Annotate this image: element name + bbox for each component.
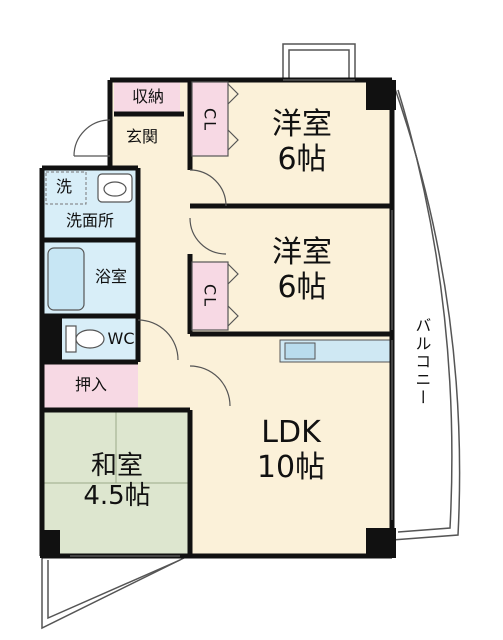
ldk-size: 10帖 bbox=[256, 449, 326, 485]
japanese-room-label: 和室 4.5帖 bbox=[72, 451, 162, 512]
washer-label: 洗 bbox=[55, 177, 72, 196]
bath-label: 浴室 bbox=[94, 267, 127, 286]
washroom-label: 洗面所 bbox=[65, 211, 114, 230]
wc-label: WC bbox=[107, 329, 135, 348]
bathtub-icon bbox=[47, 247, 85, 311]
kitchen-sink bbox=[284, 342, 316, 360]
western-room-1-name: 洋室 bbox=[272, 107, 332, 142]
western-room-1-label: 洋室 6帖 bbox=[262, 107, 342, 177]
storage-label: 収納 bbox=[131, 87, 164, 106]
western-room-1-size: 6帖 bbox=[277, 141, 327, 177]
washer-area-icon bbox=[45, 171, 87, 205]
storage-floor bbox=[114, 82, 180, 114]
balcony-bottom bbox=[41, 555, 189, 630]
push-closet-floor bbox=[42, 364, 138, 408]
wash-basin-icon bbox=[97, 173, 133, 203]
tatami-lines bbox=[42, 410, 190, 484]
japanese-room-size: 4.5帖 bbox=[83, 480, 151, 511]
closet-2-floor bbox=[192, 262, 228, 330]
wall-pillars bbox=[40, 80, 396, 558]
windows bbox=[70, 79, 393, 557]
western-room-2-size: 6帖 bbox=[277, 269, 327, 305]
closet-outlines bbox=[191, 81, 239, 331]
balcony-top bbox=[282, 43, 356, 81]
western-room-2-name: 洋室 bbox=[272, 235, 332, 270]
balcony-right bbox=[391, 79, 461, 541]
closet-1-floor bbox=[192, 82, 228, 156]
closet-1-label: CL bbox=[200, 107, 220, 133]
push-closet-label: 押入 bbox=[74, 375, 107, 394]
closet-2-label: CL bbox=[200, 283, 220, 309]
japanese-room-name: 和室 bbox=[90, 451, 143, 481]
door-swings bbox=[73, 119, 231, 407]
entrance-label: 玄関 bbox=[125, 127, 158, 146]
toilet-icon bbox=[65, 325, 105, 353]
western-room-2-label: 洋室 6帖 bbox=[262, 235, 342, 305]
ldk-name: LDK bbox=[261, 415, 321, 450]
ldk-label: LDK 10帖 bbox=[238, 415, 344, 485]
balcony-label: バルコニー bbox=[412, 317, 432, 407]
ldk-floor bbox=[190, 334, 392, 556]
